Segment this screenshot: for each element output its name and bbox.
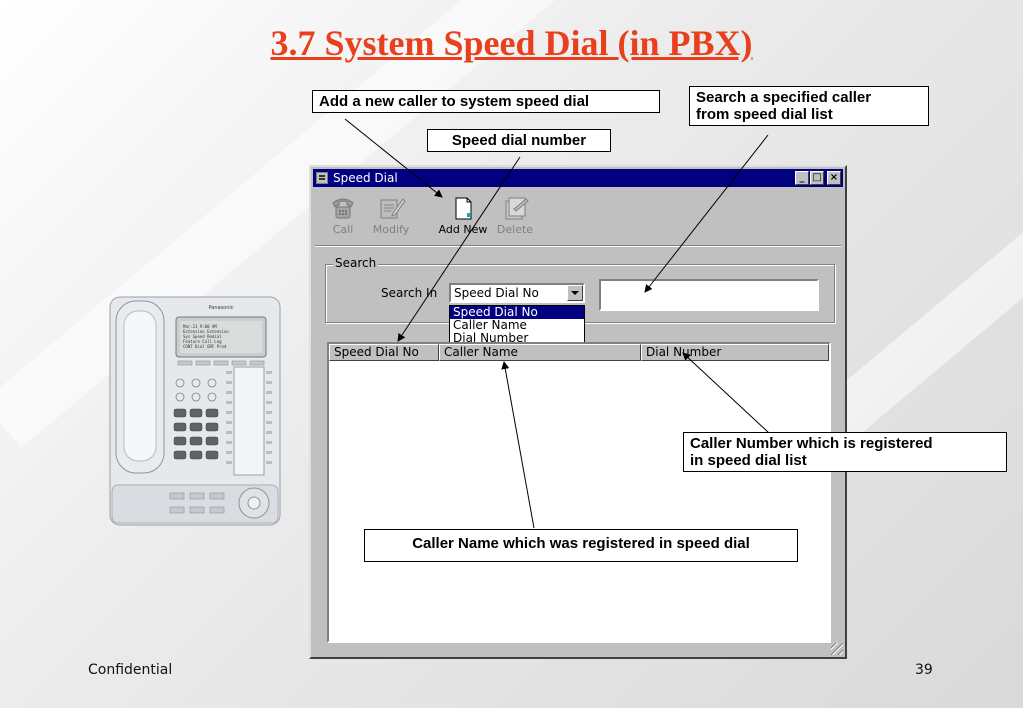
callout-search: Search a specified caller from speed dia… [689,86,929,126]
edit-icon [380,198,406,219]
callout-caller-number-line: Caller Number which is registered [690,435,933,452]
add-new-label: Add New [438,223,488,236]
new-document-icon [455,197,472,220]
call-label: Call [332,223,354,236]
phone-screen-line: Mar.21 9:00 AM [183,324,217,329]
callout-speed-dial-number: Speed dial number [427,129,611,152]
search-in-dropdown-list: Speed Dial No Caller Name Dial Number [449,305,585,346]
toolbar-separator [315,245,841,247]
phone-brand: Panasonic [208,305,233,311]
add-new-button[interactable]: Add New [435,193,491,241]
search-in-select[interactable]: Speed Dial No [449,283,585,303]
phone-screen-line: Feature Call Log [183,339,222,344]
callout-caller-name: Caller Name which was registered in spee… [364,529,798,562]
phone-icon [332,198,354,219]
column-header-dial-number[interactable]: Dial Number [641,344,829,361]
speed-dial-window: Speed Dial _ □ × Call Modify Add New [309,165,847,659]
phone-screen-line: CONT Dial ORF Prod [183,344,227,349]
search-in-label: Search In [381,286,438,300]
delete-icon [505,197,529,220]
column-header-speed-dial-no[interactable]: Speed Dial No [329,344,439,361]
modify-label: Modify [372,223,410,236]
speed-dial-list[interactable]: Speed Dial No Caller Name Dial Number [327,342,831,643]
maximize-button[interactable]: □ [810,171,824,185]
minimize-button[interactable]: _ [795,171,809,185]
close-button[interactable]: × [827,171,841,185]
delete-button[interactable]: Delete [491,193,539,241]
delete-label: Delete [496,223,534,236]
modify-button[interactable]: Modify [367,193,415,241]
desk-phone-image: Panasonic Mar.21 9:00 AM Extension Exten… [109,296,281,526]
search-in-selected-value: Speed Dial No [454,286,539,300]
phone-screen-line: Extension Extension [183,329,229,334]
column-header-caller-name[interactable]: Caller Name [439,344,641,361]
callout-caller-number-line: in speed dial list [690,452,807,469]
chevron-down-icon[interactable] [567,285,583,301]
app-icon [316,172,328,184]
slide-title: 3.7 System Speed Dial (in PBX) [270,23,753,63]
page-number: 39 [915,662,933,678]
callout-search-line: Search a specified caller [696,89,872,106]
window-titlebar[interactable]: Speed Dial _ □ × [313,169,843,187]
callout-add-new: Add a new caller to system speed dial [312,90,660,113]
search-group-label: Search [333,256,379,270]
callout-caller-number: Caller Number which is registered in spe… [683,432,1007,472]
window-title: Speed Dial [333,171,398,185]
phone-screen-line: Sys Speed Redial [183,334,222,339]
call-button[interactable]: Call [319,193,367,241]
callout-search-line: from speed dial list [696,106,833,123]
search-input[interactable] [599,279,819,311]
resize-grip[interactable] [831,643,843,655]
footer-confidential: Confidential [88,662,173,678]
